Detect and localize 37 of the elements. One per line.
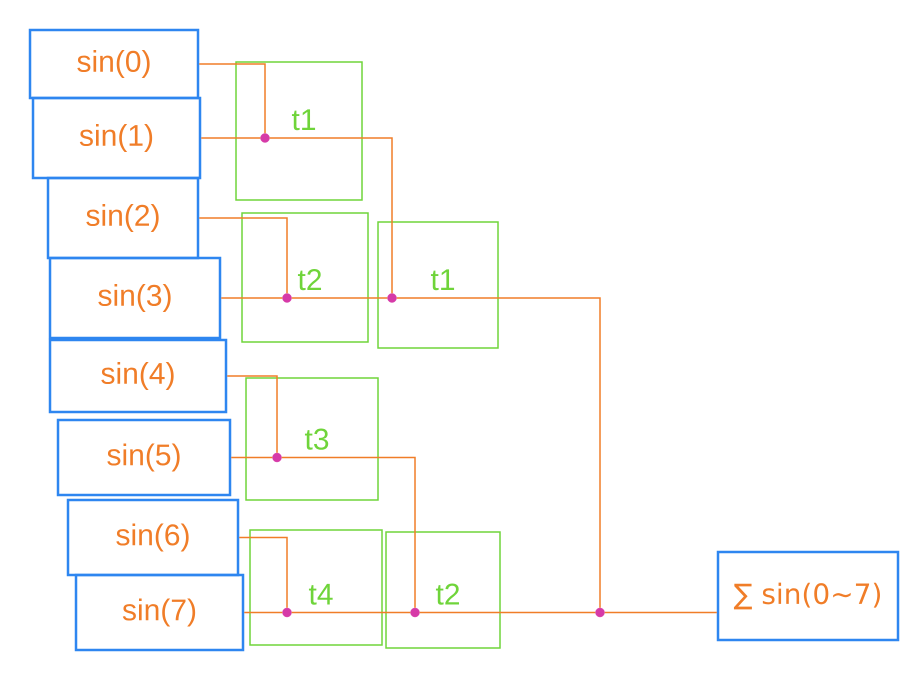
thread-box: t2 bbox=[385, 531, 501, 649]
junction-dot bbox=[387, 293, 397, 303]
value-box: sin(5) bbox=[56, 418, 232, 496]
connector-line bbox=[221, 297, 282, 299]
junction-dot bbox=[272, 452, 282, 462]
value-box: sin(6) bbox=[66, 498, 240, 576]
result-box: ∑ sin(0~7) bbox=[716, 550, 900, 642]
junction-dot bbox=[410, 608, 420, 618]
connector-line bbox=[199, 63, 266, 134]
value-box: sin(7) bbox=[74, 574, 244, 652]
connector-line bbox=[282, 456, 416, 608]
value-box: sin(1) bbox=[32, 96, 202, 180]
connector-line bbox=[244, 612, 282, 614]
connector-line bbox=[227, 375, 278, 453]
thread-box: t1 bbox=[235, 61, 363, 201]
junction-dot bbox=[282, 608, 292, 618]
value-box: sin(4) bbox=[48, 338, 228, 414]
connector-line bbox=[604, 612, 717, 614]
connector-line bbox=[420, 612, 596, 614]
connector-line bbox=[239, 536, 288, 608]
connector-line bbox=[292, 612, 410, 614]
thread-box: t3 bbox=[245, 377, 379, 501]
junction-dot bbox=[595, 608, 605, 618]
connector-line bbox=[231, 456, 272, 458]
value-box: sin(0) bbox=[28, 28, 200, 100]
connector-line bbox=[199, 217, 288, 294]
value-box: sin(2) bbox=[46, 176, 200, 260]
junction-dot bbox=[282, 293, 292, 303]
thread-box: t4 bbox=[249, 529, 383, 646]
connector-line bbox=[201, 137, 260, 139]
connector-line bbox=[396, 297, 601, 608]
junction-dot bbox=[260, 133, 270, 143]
connector-line bbox=[292, 297, 388, 299]
connector-line bbox=[270, 137, 393, 294]
thread-box: t2 bbox=[241, 212, 369, 343]
value-box: sin(3) bbox=[48, 256, 222, 340]
thread-box: t1 bbox=[377, 221, 499, 349]
